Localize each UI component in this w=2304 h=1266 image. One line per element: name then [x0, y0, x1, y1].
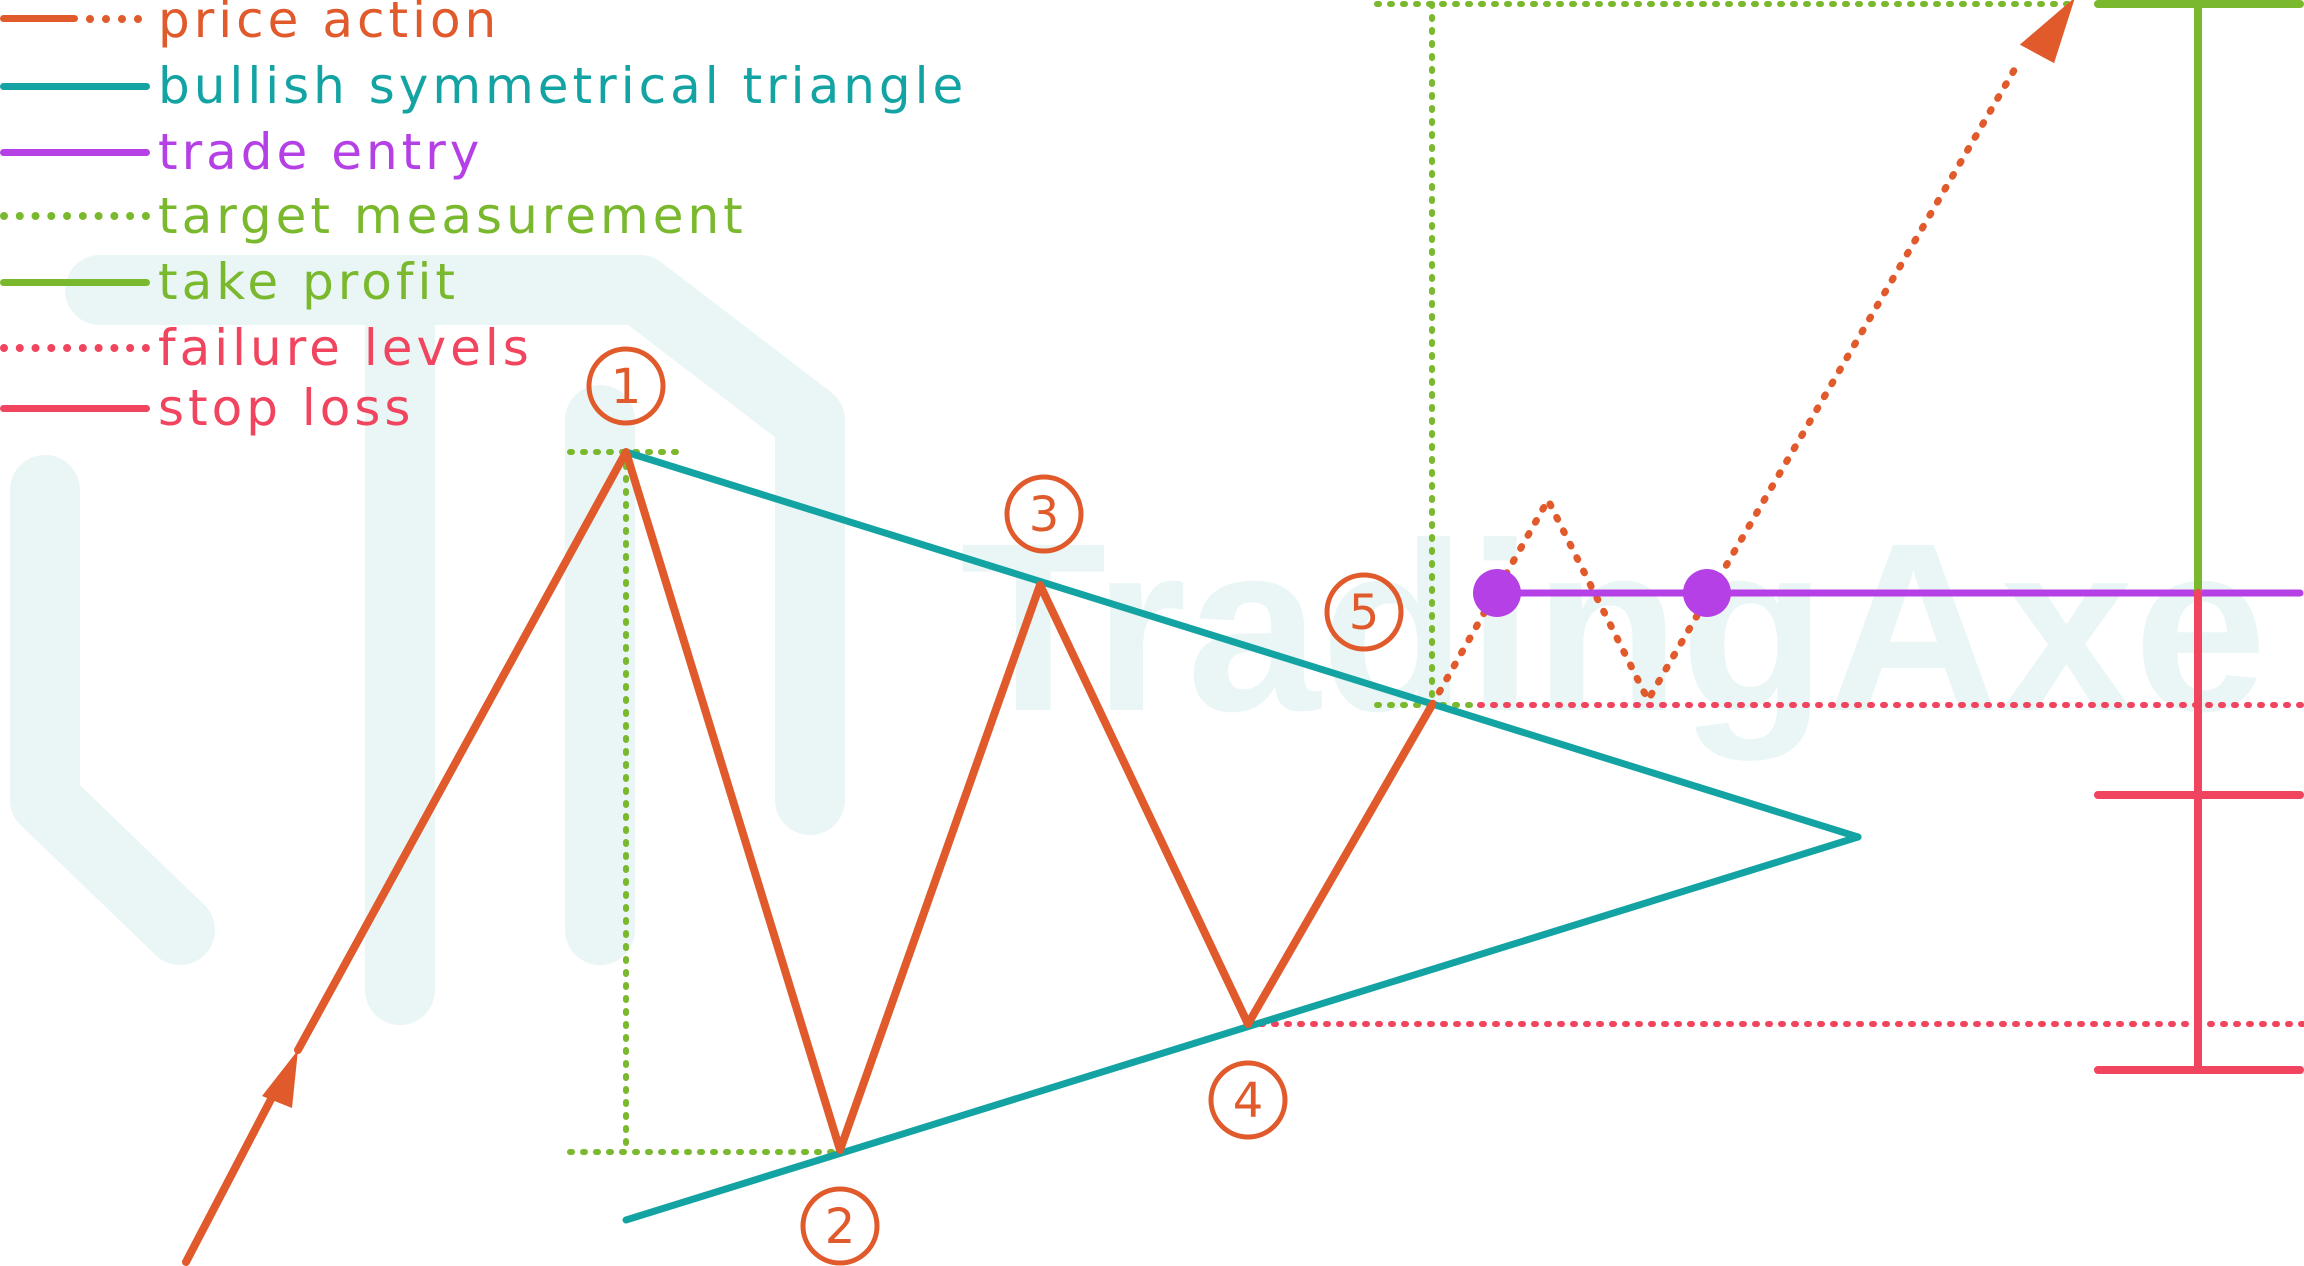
target-measurement [567, 1, 2071, 1155]
point-2: 2 [800, 1186, 880, 1266]
legend-item-price-action: price action [0, 0, 500, 48]
legend-swatch [0, 148, 150, 156]
trade-entry [1473, 569, 2304, 617]
legend-swatch [0, 15, 150, 25]
triangle-upper-line [622, 448, 1862, 841]
price-action-lead [182, 1078, 284, 1266]
price-arrow-lower [262, 1050, 298, 1108]
legend-label: bullish symmetrical triangle [158, 57, 968, 115]
take-profit [2094, 0, 2304, 597]
legend-swatch [0, 404, 150, 412]
triangle-lower-line [622, 833, 1862, 1224]
legend-item-trade-entry: trade entry [0, 124, 483, 180]
price-action-path [294, 448, 1436, 1154]
legend-swatch [0, 212, 150, 220]
legend-label: failure levels [158, 319, 533, 377]
legend-item-triangle: bullish symmetrical triangle [0, 58, 967, 114]
triangle [622, 448, 1862, 1224]
legend-label: take profit [158, 253, 459, 311]
entry-dot-1 [1473, 569, 1521, 617]
legend-swatch [0, 344, 150, 352]
legend-label: stop loss [158, 379, 415, 437]
legend-swatch [0, 278, 150, 286]
price-action [182, 448, 1436, 1266]
svg-text:4: 4 [1233, 1073, 1264, 1129]
point-markers: 1 2 3 4 5 [586, 346, 1404, 1266]
legend-item-stop-loss: stop loss [0, 380, 414, 436]
legend-item-target-measurement: target measurement [0, 188, 747, 244]
legend-swatch [0, 82, 150, 90]
legend-item-failure-levels: failure levels [0, 320, 533, 376]
legend-label: price action [158, 0, 501, 49]
svg-text:1: 1 [611, 359, 642, 415]
stop-loss [2094, 589, 2304, 1074]
point-1: 1 [586, 346, 666, 426]
entry-dot-2 [1683, 569, 1731, 617]
point-4: 4 [1208, 1060, 1288, 1140]
svg-text:3: 3 [1029, 487, 1060, 543]
svg-text:2: 2 [825, 1199, 856, 1255]
point-5: 5 [1324, 572, 1404, 652]
point-3: 3 [1004, 474, 1084, 554]
legend-label: trade entry [158, 123, 484, 181]
legend-label: target measurement [158, 187, 747, 245]
price-arrow-upper [2019, 0, 2075, 64]
legend-item-take-profit: take profit [0, 254, 459, 310]
svg-text:5: 5 [1349, 585, 1380, 641]
failure-levels [1245, 702, 2304, 1027]
